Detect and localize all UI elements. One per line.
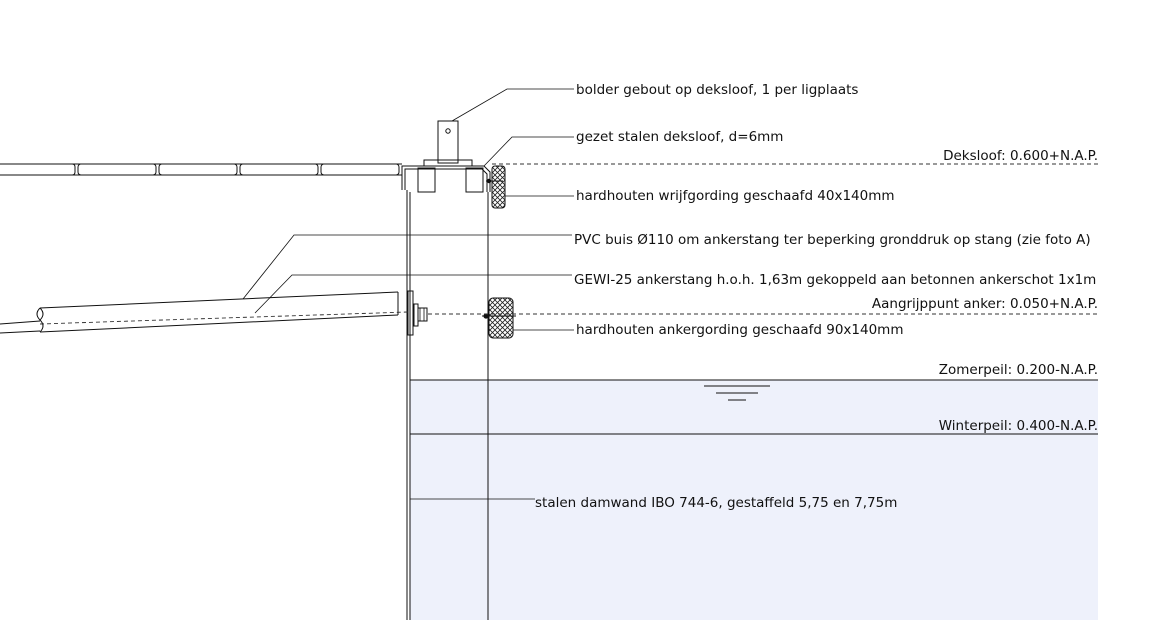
label-bolder: bolder gebout op deksloof, 1 per ligplaa… [576, 82, 858, 98]
level-aangrijppunt: Aangrijppunt anker: 0.050+N.A.P. [872, 296, 1098, 312]
anchor-plate [407, 290, 428, 336]
level-winterpeil: Winterpeil: 0.400-N.A.P. [939, 418, 1098, 434]
label-ankerstang: GEWI-25 ankerstang h.o.h. 1,63m gekoppel… [574, 272, 1096, 288]
steel-deck-cap [401, 165, 491, 193]
sheet-pile-wall [406, 190, 489, 620]
leader-lines [242, 88, 574, 500]
level-zomerpeil: Zomerpeil: 0.200-N.A.P. [939, 362, 1098, 378]
level-deksloof: Deksloof: 0.600+N.A.P. [943, 148, 1098, 164]
fender-beam [491, 165, 506, 209]
label-deksloof: gezet stalen deksloof, d=6mm [576, 129, 783, 145]
anchor-rod [39, 311, 409, 325]
label-wrijfgording: hardhouten wrijfgording geschaafd 40x140… [576, 188, 895, 204]
water-area [410, 380, 1098, 620]
fender-bolt [486, 178, 503, 184]
anchor-waling [488, 297, 514, 339]
label-pvc-buis: PVC buis Ø110 om ankerstang ter beperkin… [574, 232, 1091, 248]
paving-slabs [0, 163, 402, 176]
bollard [423, 120, 473, 167]
label-ankergording: hardhouten ankergording geschaafd 90x140… [576, 322, 903, 338]
anchor-nut [482, 313, 516, 319]
pvc-pipe [0, 291, 399, 334]
water-level-symbol [704, 385, 770, 401]
label-damwand: stalen damwand IBO 744-6, gestaffeld 5,7… [535, 495, 897, 511]
